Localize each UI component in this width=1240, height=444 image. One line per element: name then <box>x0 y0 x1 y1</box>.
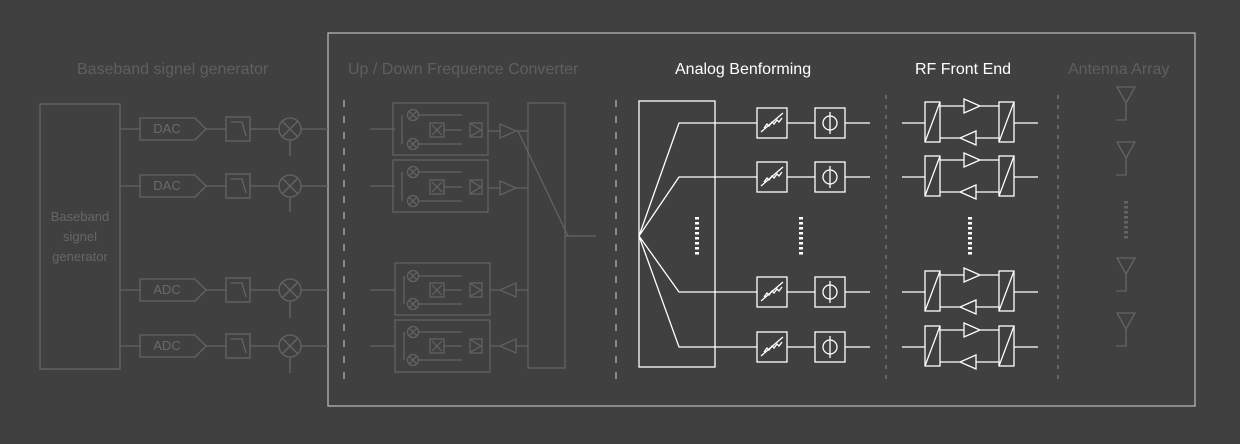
downconverter-2 <box>370 319 528 373</box>
dac-chain-1 <box>120 116 328 156</box>
antenna-array-section <box>1115 86 1137 347</box>
section-dividers <box>343 100 617 380</box>
combiner-route <box>517 130 569 237</box>
baseband-block-line-1: Baseband <box>50 209 110 224</box>
system-frame <box>327 32 1196 407</box>
adc-label: ADC <box>153 338 181 353</box>
baseband-section <box>39 103 328 373</box>
section-title-rf-front-end: RF Front End <box>915 61 1012 78</box>
rf-channel-4 <box>902 322 1038 370</box>
antenna-icon <box>1115 257 1137 292</box>
rf-channel-1 <box>902 98 1038 146</box>
section-dividers-thin <box>885 95 1059 380</box>
downconverter-1 <box>370 262 528 316</box>
baseband-block-line-2: signel <box>63 229 97 244</box>
beam-channel-1 <box>756 107 870 139</box>
upconverter-2 <box>370 159 528 213</box>
antenna-icon <box>1115 312 1137 347</box>
section-title-baseband: Baseband signel generator <box>77 61 269 78</box>
antenna-icon <box>1115 141 1137 176</box>
section-title-updown: Up / Down Frequence Converter <box>348 61 579 78</box>
baseband-generator-block <box>39 103 121 370</box>
beam-channel-3 <box>756 276 870 308</box>
antenna-icon <box>1115 86 1137 121</box>
dac-label: DAC <box>153 178 181 193</box>
beam-channel-2 <box>756 161 870 193</box>
upconverter-1 <box>370 102 528 156</box>
dac-chain-2 <box>120 173 328 212</box>
rf-channel-3 <box>902 267 1038 315</box>
adc-label: ADC <box>153 282 181 297</box>
rf-front-end-section <box>902 98 1038 370</box>
updown-converter-section <box>370 102 596 373</box>
combiner-block <box>527 102 566 369</box>
section-title-antenna-array: Antenna Array <box>1068 61 1170 78</box>
analog-beamforming-section <box>638 100 870 368</box>
dac-label: DAC <box>153 121 181 136</box>
baseband-block-label: Baseband signel generator <box>42 207 118 267</box>
section-title-analog-beamforming: Analog Benforming <box>675 61 812 78</box>
adc-chain-1 <box>120 277 328 318</box>
beam-channel-4 <box>756 331 870 363</box>
rf-channel-2 <box>902 152 1038 200</box>
adc-chain-2 <box>120 333 328 373</box>
beamforming-network <box>638 100 716 368</box>
baseband-block-line-3: generator <box>52 249 108 264</box>
